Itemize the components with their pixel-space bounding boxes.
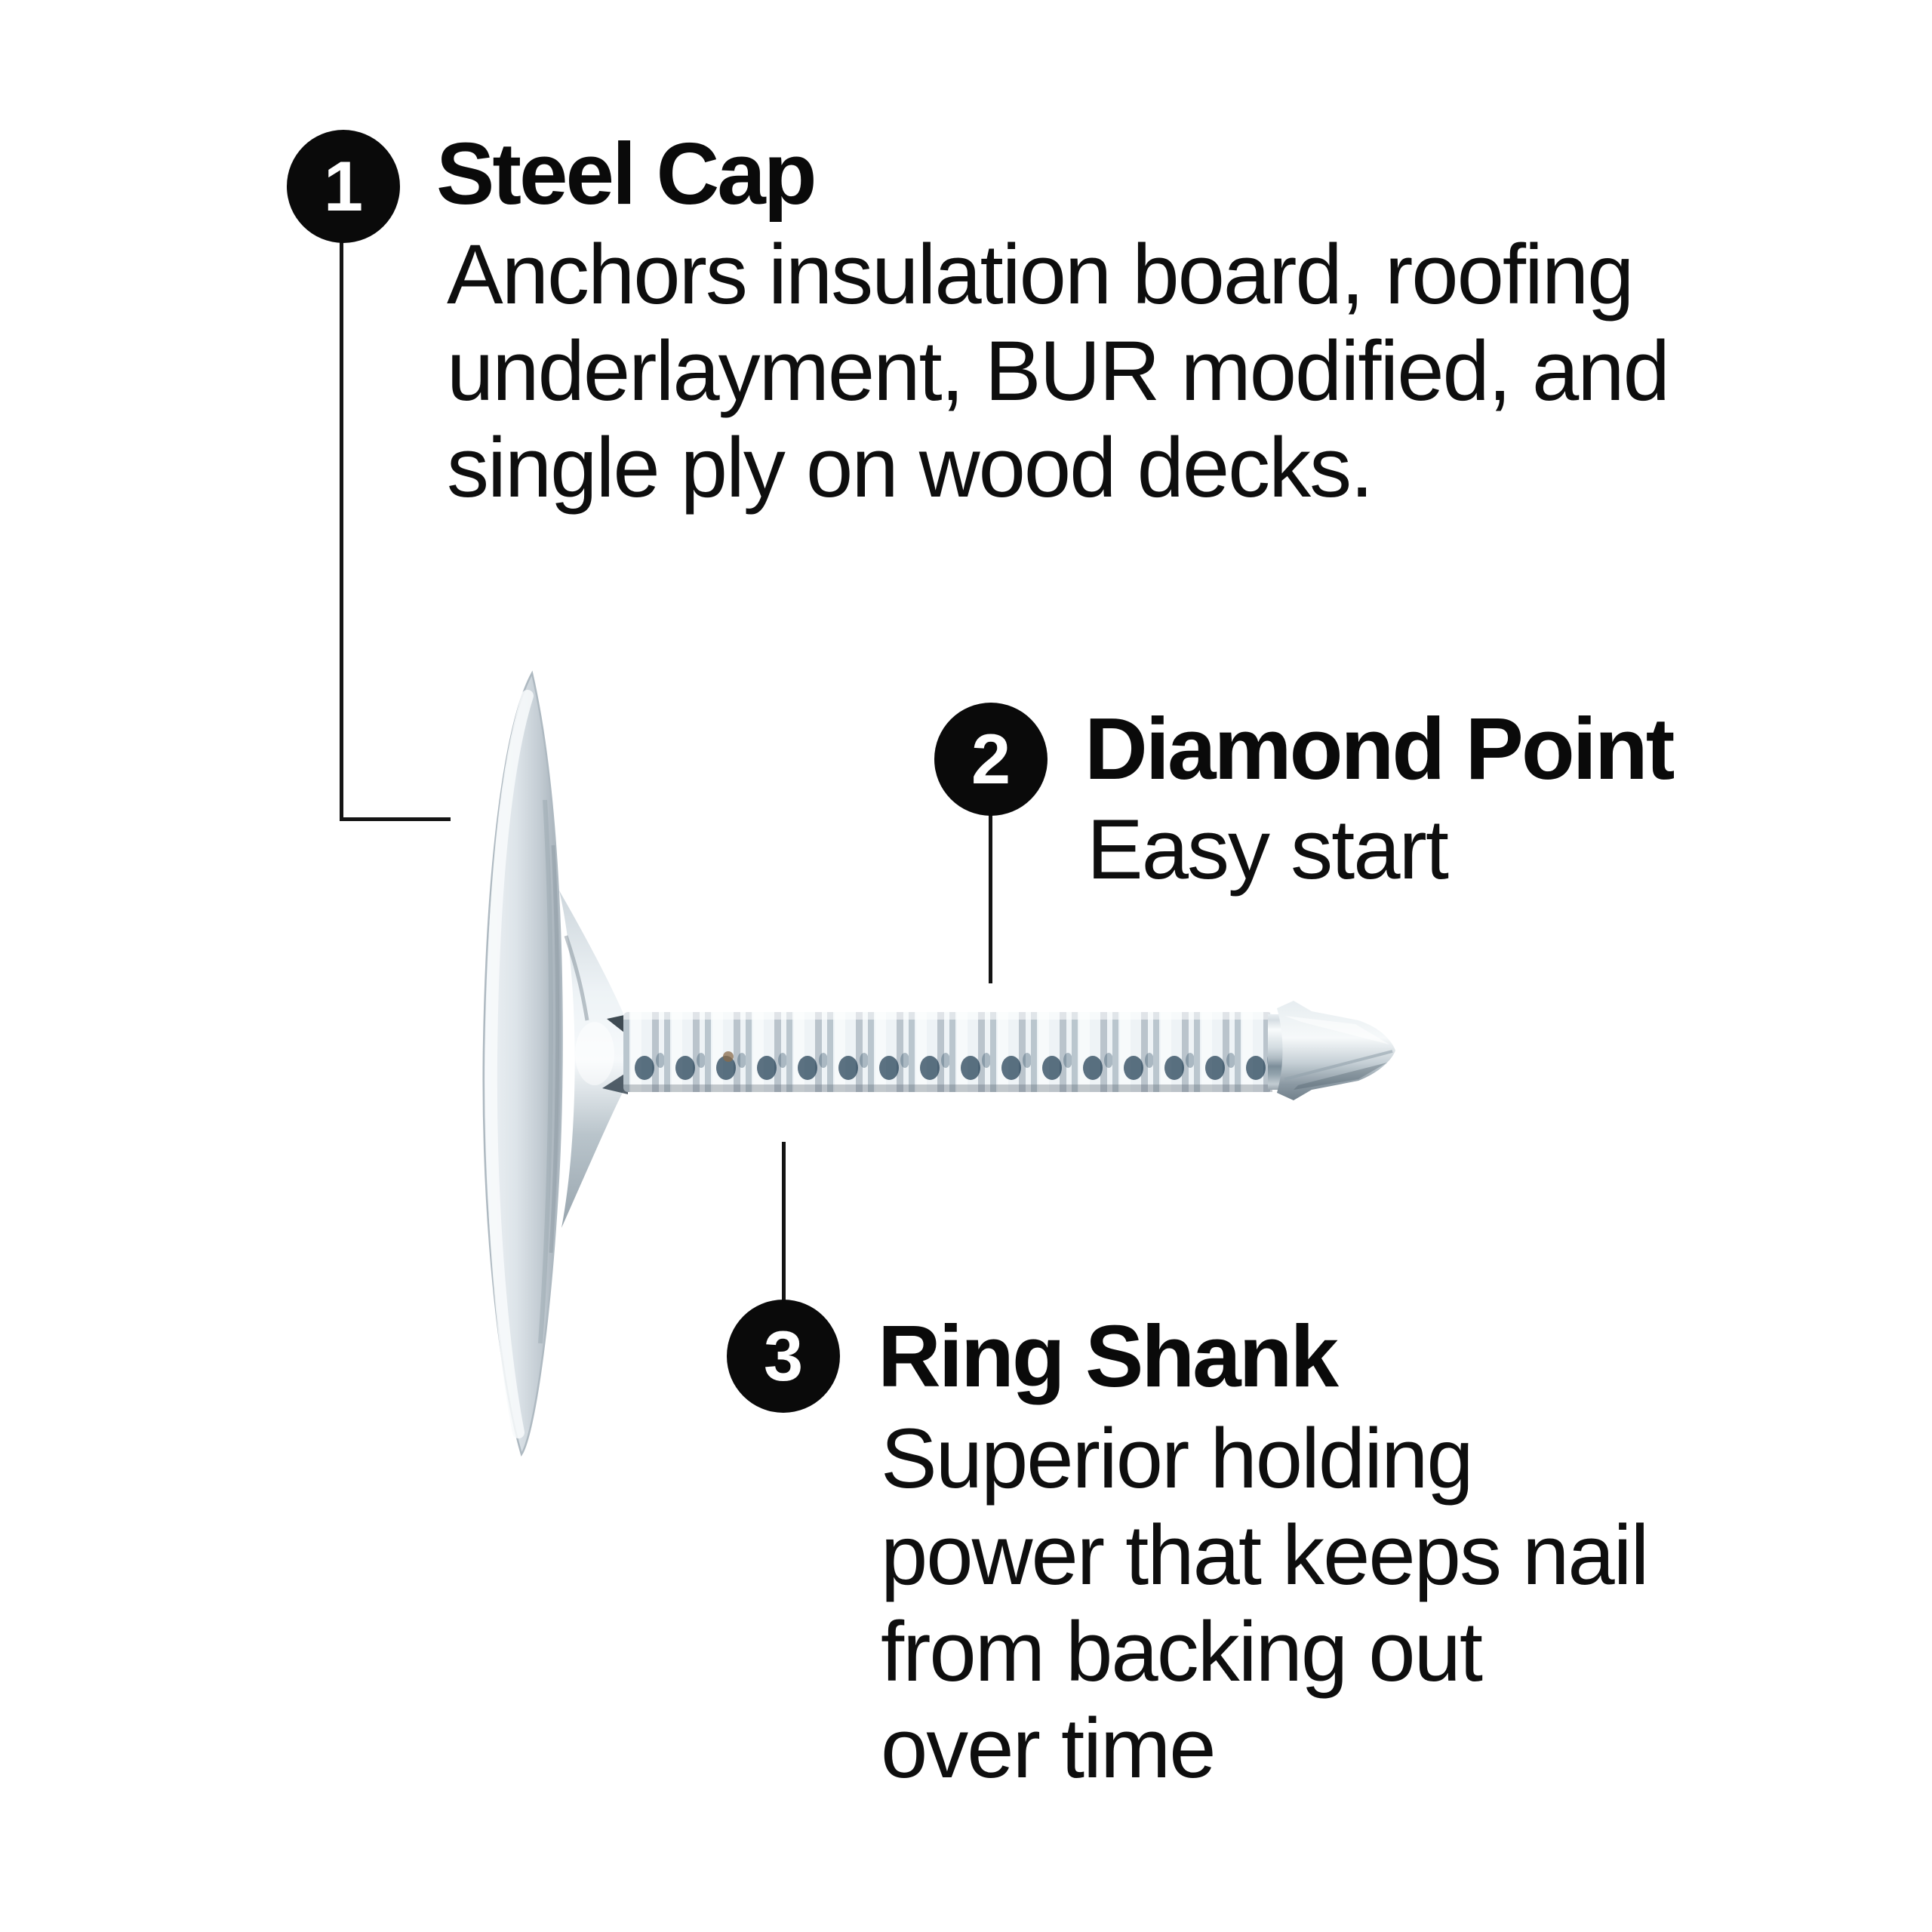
callout-3-number: 3 <box>763 1316 804 1395</box>
description-line: Easy start <box>1087 802 1449 897</box>
callout-2-description: Easy start <box>1087 801 1449 898</box>
callout-3-title: Ring Shank <box>878 1307 1339 1405</box>
leader-line-1-horizontal <box>340 817 451 821</box>
callout-2-marker: 2 <box>934 703 1048 816</box>
callout-2-title: Diamond Point <box>1084 700 1675 798</box>
callout-2-number: 2 <box>971 719 1011 798</box>
description-line: single ply on wood decks. <box>447 420 1374 515</box>
leader-line-2-vertical <box>989 814 992 983</box>
leader-line-1-vertical <box>340 242 343 821</box>
callout-1-description: Anchors insulation board, roofing underl… <box>447 226 1670 516</box>
ring-shank-shape <box>623 1012 1272 1092</box>
callout-1-marker: 1 <box>287 130 400 243</box>
description-line: over time <box>881 1701 1217 1795</box>
description-line: Anchors insulation board, roofing <box>447 227 1634 321</box>
callout-3-description: Superior holding power that keeps nail f… <box>881 1411 1649 1797</box>
description-line: from backing out <box>881 1604 1483 1699</box>
callout-1-number: 1 <box>323 146 364 226</box>
description-line: Superior holding <box>881 1411 1474 1506</box>
callout-1-title: Steel Cap <box>436 125 817 223</box>
description-line: underlayment, BUR modified, and <box>447 324 1670 418</box>
callout-3-marker: 3 <box>727 1300 840 1413</box>
funnel-collar-shape <box>559 891 628 1228</box>
diamond-point-shape <box>1268 1001 1395 1100</box>
leader-line-3-vertical <box>782 1142 786 1300</box>
steel-cap-shape <box>482 670 563 1457</box>
description-line: power that keeps nail <box>881 1508 1649 1602</box>
